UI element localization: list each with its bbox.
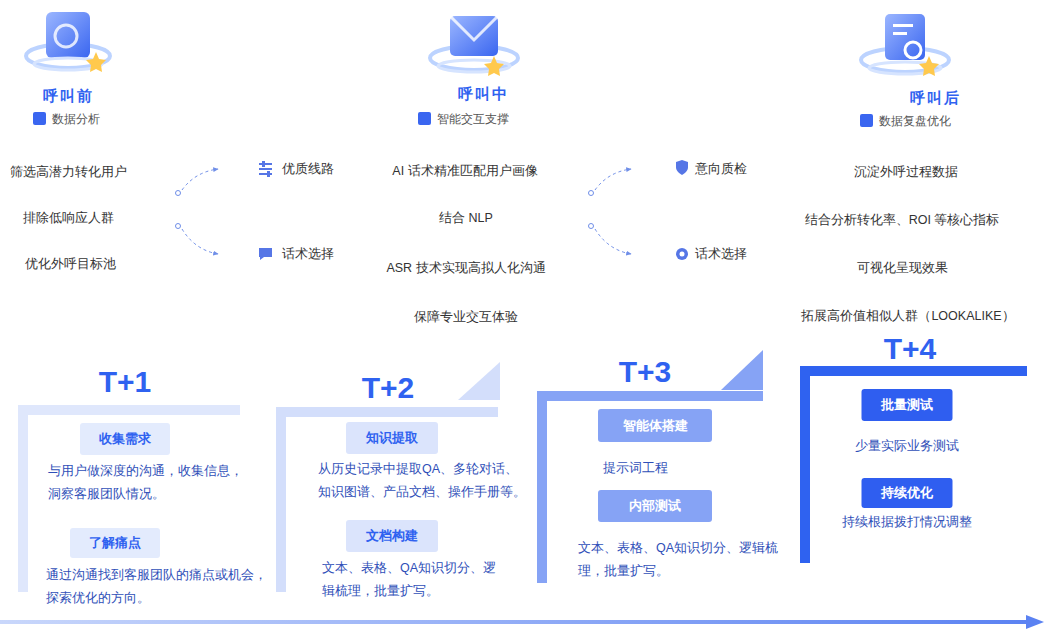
sub-icon bbox=[860, 114, 873, 127]
phase-heading: 呼叫后 bbox=[910, 89, 961, 107]
stage-heading: T+2 bbox=[362, 371, 415, 405]
step-description: 与用户做深度的沟通，收集信息， 洞察客服团队情况。 bbox=[48, 460, 246, 506]
phase-heading: 呼叫前 bbox=[43, 87, 94, 105]
phase-subtitle: 数据复盘优化 bbox=[879, 112, 951, 130]
stage-heading: T+3 bbox=[619, 355, 672, 389]
step-title: 内部测试 bbox=[629, 498, 681, 513]
item-text: 少量实际业务测试 bbox=[855, 437, 959, 455]
step-pill: 文档构建 bbox=[346, 520, 438, 552]
step-description: 文本、表格、QA知识切分、逻辑梳 理，批量扩写。 bbox=[578, 537, 782, 583]
step-title: 智能体搭建 bbox=[623, 418, 688, 433]
timeline-bar bbox=[0, 620, 1030, 624]
step-pill: 知识提取 bbox=[346, 422, 438, 454]
step-pill: 内部测试 bbox=[598, 490, 712, 522]
item-text: 优化外呼目标池 bbox=[25, 255, 116, 273]
stage-panel: T+4批量测试持续优化 bbox=[800, 366, 1027, 563]
step-title: 文档构建 bbox=[366, 528, 418, 543]
sub-icon bbox=[33, 112, 46, 125]
item-text: 可视化呈现效果 bbox=[857, 259, 948, 277]
step-description: 文本、表格、QA知识切分、逻 辑梳理，批量扩写。 bbox=[322, 557, 500, 603]
item-text: 结合分析转化率、ROI 等核心指标 bbox=[805, 211, 1000, 229]
corner-triangle bbox=[458, 362, 500, 400]
step-title: 知识提取 bbox=[366, 430, 418, 445]
item-text: 排除低响应人群 bbox=[23, 209, 114, 227]
phase-heading: 呼叫中 bbox=[458, 85, 509, 103]
stage-heading: T+4 bbox=[884, 332, 937, 366]
icon-after bbox=[861, 14, 949, 76]
timeline-head bbox=[1026, 615, 1044, 629]
step-description: 通过沟通找到客服团队的痛点或机会， 探索优化的方向。 bbox=[46, 564, 270, 610]
step-description: 从历史记录中提取QA、多轮对话、 知识图谱、产品文档、操作手册等。 bbox=[318, 458, 529, 504]
step-pill: 批量测试 bbox=[862, 389, 953, 421]
corner-triangle bbox=[721, 350, 763, 390]
item-text: 沉淀外呼过程数据 bbox=[854, 163, 958, 181]
leader-dots bbox=[176, 191, 594, 229]
item-text: 提示词工程 bbox=[603, 459, 668, 477]
item-text: 拓展高价值相似人群（LOOKALIKE） bbox=[801, 307, 1014, 325]
step-pill: 智能体搭建 bbox=[598, 409, 712, 442]
item-text: 意向质检 bbox=[695, 160, 747, 178]
icon-before bbox=[26, 12, 110, 72]
item-text: 保障专业交互体验 bbox=[414, 308, 518, 326]
item-text: 话术选择 bbox=[282, 245, 334, 263]
phase-subtitle: 数据分析 bbox=[52, 110, 100, 128]
item-text: 优质线路 bbox=[282, 160, 334, 178]
item-text: 持续根据拨打情况调整 bbox=[842, 513, 972, 531]
step-title: 了解痛点 bbox=[89, 535, 141, 550]
item-text: 结合 NLP bbox=[439, 209, 493, 227]
item-text: ASR 技术实现高拟人化沟通 bbox=[386, 259, 545, 277]
step-title: 收集需求 bbox=[99, 431, 151, 446]
step-title: 持续优化 bbox=[881, 485, 933, 500]
step-pill: 收集需求 bbox=[80, 423, 170, 455]
sub-icon bbox=[418, 112, 431, 125]
step-title: 批量测试 bbox=[881, 397, 933, 412]
icon-during bbox=[430, 16, 518, 76]
item-text: 话术选择 bbox=[695, 245, 747, 263]
item-text: 筛选高潜力转化用户 bbox=[10, 163, 127, 181]
phase-subtitle: 智能交互支撑 bbox=[437, 110, 509, 128]
item-icons bbox=[259, 160, 688, 260]
item-text: AI 话术精准匹配用户画像 bbox=[392, 162, 537, 180]
step-pill: 持续优化 bbox=[862, 478, 953, 508]
leader-curves bbox=[182, 169, 631, 254]
stage-heading: T+1 bbox=[99, 365, 152, 399]
step-pill: 了解痛点 bbox=[70, 528, 160, 558]
